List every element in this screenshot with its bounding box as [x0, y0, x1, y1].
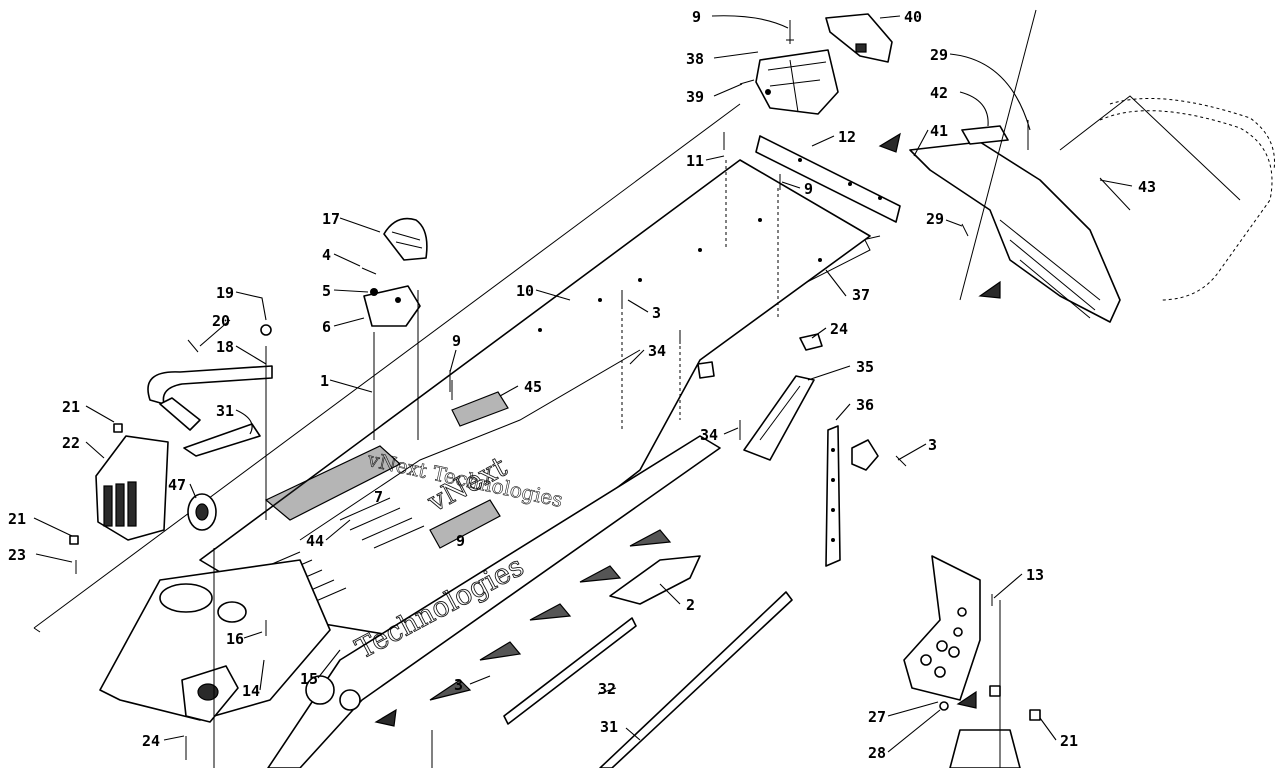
callout-21: 21 — [1060, 732, 1078, 750]
callout-labels: 9 40 38 39 29 42 41 12 11 9 43 29 17 4 5… — [8, 8, 1156, 762]
footrest-holes — [920, 607, 967, 678]
part-47-idler — [187, 493, 217, 531]
callout-20: 20 — [212, 312, 230, 330]
callout-24: 24 — [830, 320, 848, 338]
part-2-bracket — [609, 555, 701, 605]
part-6-bracket — [363, 285, 421, 327]
part-40-bracket — [825, 13, 893, 63]
part-31-left-pad — [183, 423, 261, 457]
callout-41: 41 — [930, 122, 948, 140]
callout-37: 37 — [852, 286, 870, 304]
rear-bumper-dashed — [1059, 95, 1275, 301]
part-running-board — [267, 435, 721, 768]
part-13-footrest — [903, 555, 1021, 768]
callout-29: 29 — [930, 46, 948, 64]
callout-12: 12 — [838, 128, 856, 146]
callout-28: 28 — [868, 744, 886, 762]
callout-40: 40 — [904, 8, 922, 26]
callout-44: 44 — [306, 532, 324, 550]
callout-3: 3 — [454, 676, 463, 694]
leader-lines — [33, 15, 1133, 753]
callout-23: 23 — [8, 546, 26, 564]
part-32-rail — [503, 617, 637, 725]
part-18-grab-handle — [147, 365, 273, 431]
callout-6: 6 — [322, 318, 331, 336]
callout-34: 34 — [648, 342, 666, 360]
part-17-pad — [383, 217, 428, 261]
callout-18: 18 — [216, 338, 234, 356]
callout-47: 47 — [168, 476, 186, 494]
callout-22: 22 — [62, 434, 80, 452]
part-44-heat-exchanger — [264, 445, 501, 549]
callout-3: 3 — [928, 436, 937, 454]
part-41-tail-assembly — [909, 125, 1131, 323]
callout-31: 31 — [600, 718, 618, 736]
callout-16: 16 — [226, 630, 244, 648]
callout-11: 11 — [686, 152, 704, 170]
callout-9: 9 — [452, 332, 461, 350]
callout-10: 10 — [516, 282, 534, 300]
callout-21: 21 — [8, 510, 26, 528]
callout-2: 2 — [686, 596, 695, 614]
part-36-strap — [825, 425, 879, 567]
callout-9: 9 — [456, 532, 465, 550]
part-12-rear-rail — [755, 135, 901, 223]
part-45-pad — [451, 391, 509, 427]
part-24-lower-bracket — [181, 665, 239, 723]
callout-32: 32 — [598, 680, 616, 698]
callout-3: 3 — [652, 304, 661, 322]
callout-38: 38 — [686, 50, 704, 68]
assembly-lines — [213, 9, 1037, 768]
callout-34: 34 — [700, 426, 718, 444]
callout-9: 9 — [804, 180, 813, 198]
callout-43: 43 — [1138, 178, 1156, 196]
callout-39: 39 — [686, 88, 704, 106]
callout-5: 5 — [322, 282, 331, 300]
callout-13: 13 — [1026, 566, 1044, 584]
direction-arrows — [374, 132, 1001, 727]
callout-31: 31 — [216, 402, 234, 420]
callout-4: 4 — [322, 246, 331, 264]
callout-35: 35 — [856, 358, 874, 376]
callout-7: 7 — [374, 488, 383, 506]
callout-36: 36 — [856, 396, 874, 414]
callout-29: 29 — [926, 210, 944, 228]
callout-17: 17 — [322, 210, 340, 228]
part-31-rail — [599, 591, 793, 768]
callout-14: 14 — [242, 682, 260, 700]
callout-19: 19 — [216, 284, 234, 302]
callout-42: 42 — [930, 84, 948, 102]
callout-1: 1 — [320, 372, 329, 390]
part-38-housing — [755, 49, 839, 115]
callout-9: 9 — [692, 8, 701, 26]
callout-21: 21 — [62, 398, 80, 416]
left-side-panel — [99, 559, 331, 721]
callout-27: 27 — [868, 708, 886, 726]
callout-15: 15 — [300, 670, 318, 688]
part-22-front-panel — [95, 435, 169, 541]
hardware-fasteners — [69, 20, 1041, 760]
callout-24: 24 — [142, 732, 160, 750]
callout-45: 45 — [524, 378, 542, 396]
part-35-bracket — [743, 375, 815, 461]
